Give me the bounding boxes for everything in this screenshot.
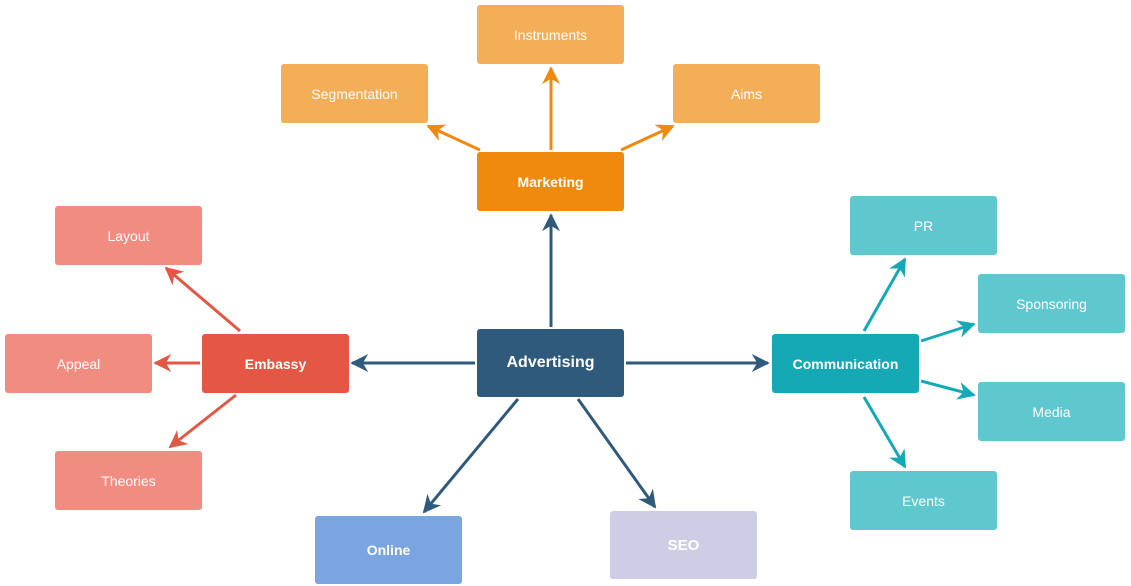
node-layout[interactable]: Layout xyxy=(55,206,202,265)
node-embassy[interactable]: Embassy xyxy=(202,334,349,393)
node-pr[interactable]: PR xyxy=(850,196,997,255)
node-marketing[interactable]: Marketing xyxy=(477,152,624,211)
edge-advertising-seo xyxy=(576,398,657,509)
node-instruments[interactable]: Instruments xyxy=(477,5,624,64)
node-seo[interactable]: SEO xyxy=(610,511,757,579)
node-appeal[interactable]: Appeal xyxy=(5,334,152,393)
edge-communication-pr xyxy=(862,257,907,332)
node-media[interactable]: Media xyxy=(978,382,1125,441)
edge-embassy-theories xyxy=(168,393,237,449)
edge-marketing-segmentation xyxy=(426,124,481,152)
node-advertising[interactable]: Advertising xyxy=(477,329,624,397)
node-online[interactable]: Online xyxy=(315,516,462,584)
node-communication[interactable]: Communication xyxy=(772,334,919,393)
edge-communication-media xyxy=(920,379,976,400)
edge-marketing-aims xyxy=(620,124,675,152)
edge-advertising-online xyxy=(422,398,520,514)
node-events[interactable]: Events xyxy=(850,471,997,530)
node-segmentation[interactable]: Segmentation xyxy=(281,64,428,123)
edge-communication-sponsoring xyxy=(920,320,976,343)
node-aims[interactable]: Aims xyxy=(673,64,820,123)
edge-communication-events xyxy=(862,396,907,469)
node-theories[interactable]: Theories xyxy=(55,451,202,510)
node-sponsoring[interactable]: Sponsoring xyxy=(978,274,1125,333)
edge-embassy-layout xyxy=(164,266,241,333)
